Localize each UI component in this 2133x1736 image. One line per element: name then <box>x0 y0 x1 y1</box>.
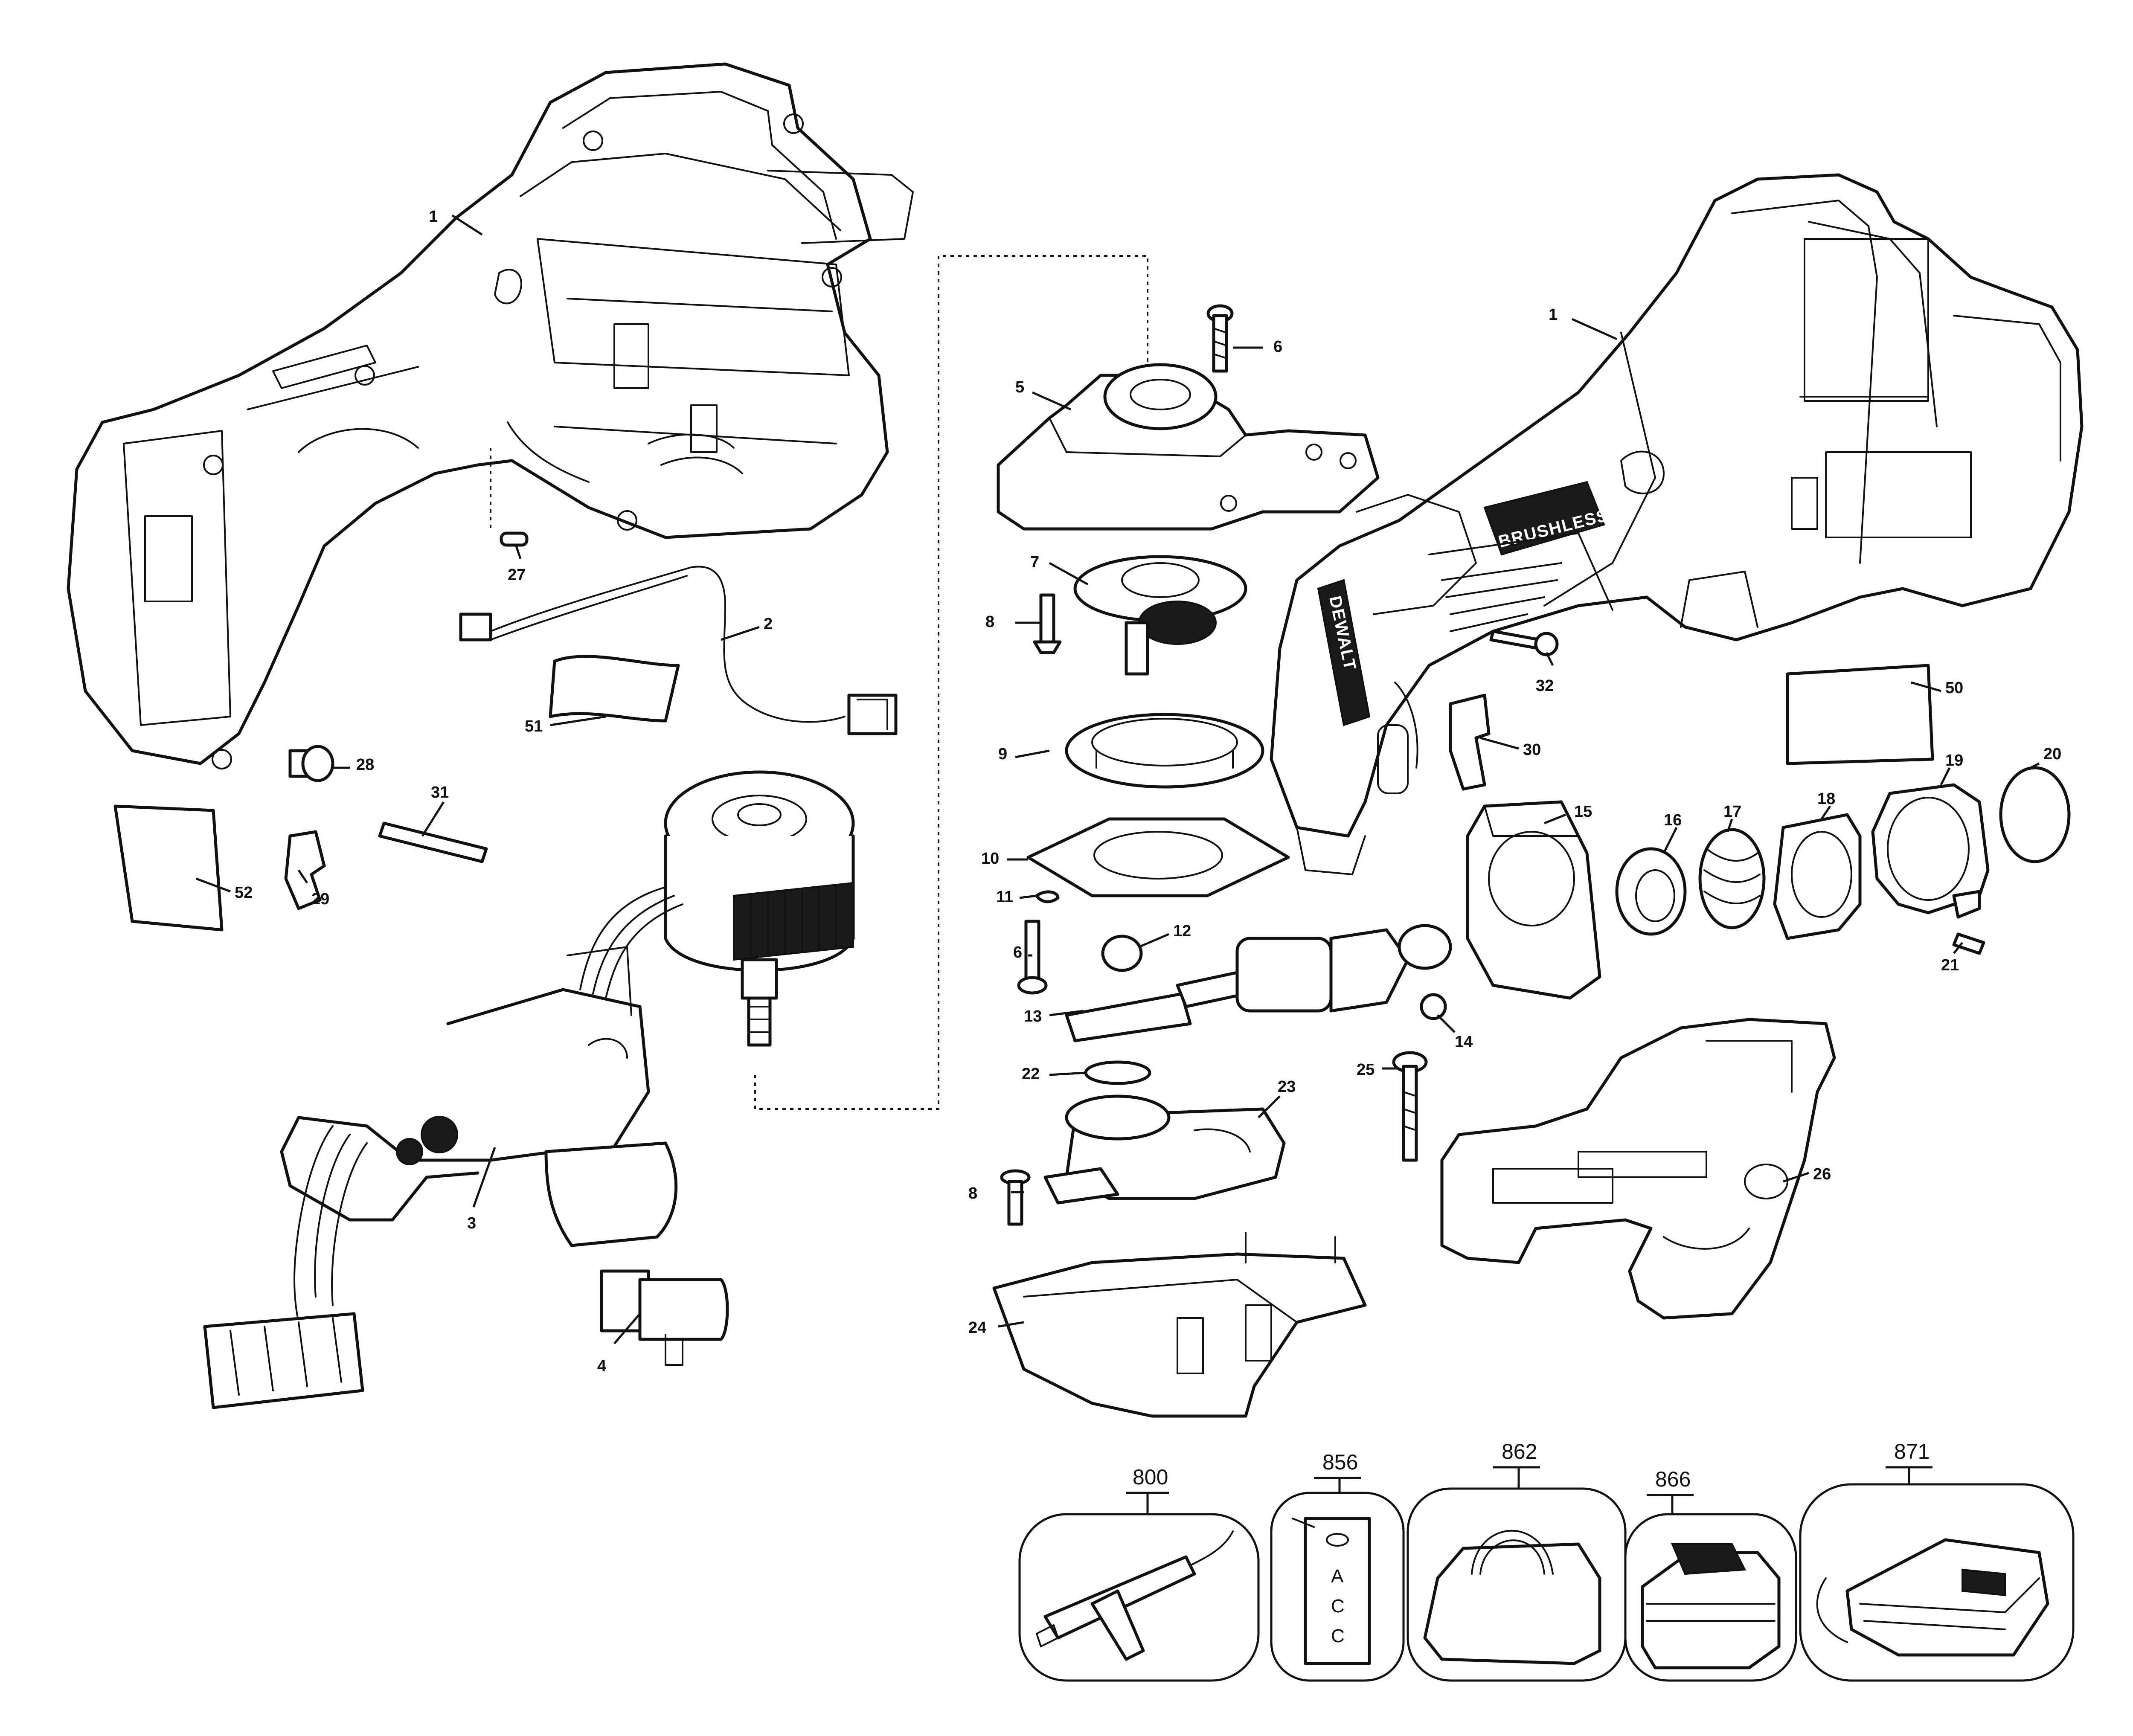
right-housing-half: BRUSHLESS DEWALT <box>1270 173 2084 875</box>
bushing-12 <box>1101 935 1143 972</box>
callout-25: 25 <box>1357 1061 1375 1079</box>
callout-52: 52 <box>235 884 253 902</box>
callout-12: 12 <box>1173 922 1191 940</box>
callout-1-left: 1 <box>429 208 438 226</box>
left-housing-half <box>67 62 914 769</box>
callout-28: 28 <box>356 756 374 774</box>
callout-19: 19 <box>1945 752 1963 769</box>
callout-16: 16 <box>1664 811 1682 829</box>
callout-20: 20 <box>2043 745 2061 763</box>
plunger-13 <box>1065 924 1452 1042</box>
leader-lines <box>196 214 2040 1344</box>
spring-17 <box>1698 828 1766 929</box>
plate-10 <box>1026 817 1290 897</box>
callout-18: 18 <box>1817 790 1835 808</box>
screw-8-upper <box>1033 593 1062 654</box>
collar-15 <box>1466 800 1601 1000</box>
pin-27 <box>500 531 529 547</box>
callout-4: 4 <box>597 1357 606 1375</box>
collar-19 <box>1871 783 1990 919</box>
assembly-connector-line <box>754 255 1148 1110</box>
callout-15: 15 <box>1574 803 1592 821</box>
callout-11: 11 <box>996 888 1013 906</box>
accessory-871: 871 <box>1799 1440 2075 1682</box>
accessory-856: 856 A C C <box>1270 1450 1405 1682</box>
switch-4 <box>600 1269 729 1366</box>
callout-labels: 1 1 2 3 4 5 6 6 7 8 8 9 10 11 12 13 14 1… <box>235 208 2061 1375</box>
callout-5: 5 <box>1015 378 1024 396</box>
accessory-862: 862 <box>1407 1440 1627 1682</box>
cam-23 <box>1043 1094 1286 1205</box>
callout-13: 13 <box>1024 1007 1042 1025</box>
gear-7 <box>1073 555 1247 676</box>
screw-6-lower <box>1017 920 1048 995</box>
callout-29: 29 <box>311 890 329 908</box>
motor-trigger-assembly <box>203 770 855 1409</box>
screw-8-lower <box>1000 1169 1031 1226</box>
callout-24: 24 <box>968 1319 986 1337</box>
gear-case-5 <box>997 363 1380 531</box>
callout-23: 23 <box>1278 1078 1296 1096</box>
clip-11 <box>1035 890 1060 903</box>
callout-6-top: 6 <box>1273 338 1282 356</box>
callout-1-right: 1 <box>1549 306 1558 324</box>
pin-31 <box>378 822 488 863</box>
acc-letter-3: C <box>1331 1626 1345 1646</box>
acc-letter-2: C <box>1331 1596 1345 1617</box>
callout-2: 2 <box>764 615 773 633</box>
bushing-14 <box>1420 993 1447 1020</box>
callout-27: 27 <box>508 566 526 584</box>
accessory-800-number: 800 <box>1133 1465 1168 1489</box>
callout-51: 51 <box>525 717 543 735</box>
screw-25 <box>1392 1051 1428 1162</box>
screw-6-top <box>1206 304 1234 373</box>
accessory-871-number: 871 <box>1894 1440 1930 1463</box>
callout-10: 10 <box>981 850 999 868</box>
callout-8-lower: 8 <box>968 1184 977 1202</box>
callout-21: 21 <box>1941 956 1959 974</box>
washer-22 <box>1084 1060 1151 1085</box>
callout-8-upper: 8 <box>985 613 994 631</box>
callout-14: 14 <box>1455 1033 1473 1051</box>
accessory-866: 866 <box>1624 1467 1797 1682</box>
wire-harness <box>459 566 898 735</box>
callout-50: 50 <box>1945 679 1963 697</box>
callout-6-lower: 6 <box>1013 943 1022 961</box>
callout-30: 30 <box>1523 741 1541 759</box>
accessory-800: 800 <box>1018 1465 1260 1682</box>
callout-7: 7 <box>1030 553 1039 571</box>
callout-17: 17 <box>1723 803 1741 821</box>
callout-22: 22 <box>1022 1065 1040 1083</box>
callout-32: 32 <box>1536 677 1554 695</box>
gear-housing-24 <box>992 1232 1367 1418</box>
ring-gear-9 <box>1065 713 1264 789</box>
callout-3: 3 <box>467 1214 476 1232</box>
sticker-51 <box>549 655 680 723</box>
callout-31: 31 <box>431 784 449 801</box>
latch-29 <box>284 830 326 910</box>
ring-20 <box>1999 766 2071 863</box>
spring-16 <box>1615 847 1687 936</box>
screw-28 <box>288 745 334 782</box>
sticker-52 <box>113 804 224 932</box>
accessory-866-number: 866 <box>1655 1467 1691 1491</box>
accessory-856-number: 856 <box>1322 1450 1358 1474</box>
accessory-862-number: 862 <box>1502 1440 1537 1463</box>
acc-letter-1: A <box>1331 1566 1344 1587</box>
pin-21 <box>1952 932 1985 955</box>
label-50 <box>1786 664 1934 765</box>
callout-9: 9 <box>998 745 1007 763</box>
screw-32 <box>1489 630 1559 656</box>
callout-26: 26 <box>1813 1165 1831 1183</box>
shoe-26 <box>1440 1018 1836 1320</box>
sleeve-18 <box>1773 813 1862 940</box>
latch-30 <box>1449 694 1491 791</box>
